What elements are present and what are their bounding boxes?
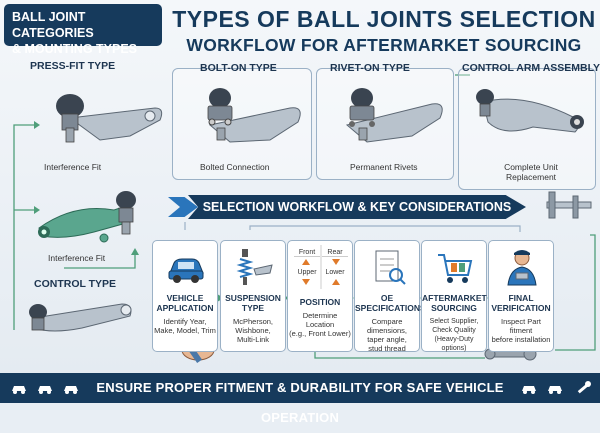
press-fit-caption: Interference Fit — [44, 162, 102, 172]
category-banner-line1: BALL JOINT CATEGORIES — [12, 10, 94, 40]
position-grid: Front Rear Upper Lower — [292, 245, 350, 289]
caliper-icon — [546, 191, 592, 219]
category-banner-line2: & MOUNTING TYPES — [12, 42, 138, 56]
footer-car-icon — [12, 386, 26, 394]
step-title: OE SPECIFICATIONS — [355, 293, 426, 313]
step-suspension-type: SUSPENSION TYPE McPherson, Wishbone, Mul… — [220, 240, 286, 352]
step-title: AFTERMARKET SOURCING — [422, 293, 487, 313]
footer-bar — [0, 373, 600, 403]
mechanic-inspector-icon — [507, 250, 537, 286]
press-fit-ball-joint-icon — [56, 94, 163, 143]
step-description: Identify Year, Make, Model, Trim — [154, 317, 216, 335]
footer-car-icon — [64, 386, 78, 394]
category-banner: BALL JOINT CATEGORIES & MOUNTING TYPES — [4, 4, 162, 56]
position-rear: Rear — [322, 249, 348, 257]
footer-wrench-icon — [577, 381, 591, 394]
bolt-on-ball-joint-icon — [207, 88, 301, 143]
step-description: Select Supplier, Check Quality (Heavy-Du… — [429, 318, 479, 352]
bolt-on-label: BOLT-ON TYPE — [200, 62, 277, 74]
control-arm-assembly-icon — [476, 89, 584, 133]
footer-car-icon — [522, 386, 536, 394]
page-title: TYPES OF BALL JOINTS SELECTION — [172, 6, 596, 32]
rivet-on-label: RIVET-ON TYPE — [330, 62, 410, 74]
step-oe-specifications: OE SPECIFICATIONS Compare dimensions, ta… — [354, 240, 426, 353]
control-arm-label: CONTROL ARM ASSEMBLY — [462, 62, 600, 74]
step-description: Determine Location (e.g., Front Lower) — [289, 311, 351, 338]
step-title: SUSPENSION TYPE — [225, 293, 281, 313]
position-front: Front — [294, 249, 320, 257]
interference-fit-caption: Interference Fit — [48, 253, 106, 263]
step-vehicle-application: VEHICLE APPLICATION Identify Year, Make,… — [152, 240, 218, 352]
control-arm-caption: Complete Unit Replacement — [486, 162, 576, 182]
step-final-verification: FINAL VERIFICATION Inspect Part fitment … — [488, 240, 554, 352]
rivet-on-caption: Permanent Rivets — [350, 162, 418, 172]
step-description: Inspect Part fitment before installation — [491, 317, 551, 344]
position-upper: Upper — [297, 269, 317, 276]
step-aftermarket-sourcing: AFTERMARKET SOURCING Select Supplier, Ch… — [421, 240, 487, 352]
footer-car-icon — [38, 386, 52, 394]
footer-text: ENSURE PROPER FITMENT & DURABILITY FOR S… — [96, 380, 504, 425]
bolt-on-caption: Bolted Connection — [200, 162, 270, 172]
document-spec-icon — [375, 250, 406, 285]
step-description: Compare dimensions, taper angle, stud th… — [366, 317, 408, 353]
rivet-on-ball-joint-icon — [345, 88, 443, 143]
green-control-arm-icon — [38, 191, 136, 243]
position-arrows-icon — [302, 245, 340, 289]
position-lower: Lower — [325, 269, 345, 276]
workflow-arrow-icon — [168, 197, 198, 217]
step-title: POSITION — [299, 297, 341, 307]
step-title: FINAL VERIFICATION — [491, 293, 551, 313]
control-arm-caption-line2: Replacement — [505, 172, 557, 182]
press-fit-label: PRESS-FIT TYPE — [30, 60, 116, 72]
control-arm-caption-line1: Complete Unit — [504, 162, 558, 172]
step-description: McPherson, Wishbone, Multi-Link — [232, 317, 274, 344]
workflow-banner: SELECTION WORKFLOW & KEY CONSIDERATIONS — [188, 195, 526, 219]
suspension-spring-icon — [236, 249, 273, 285]
control-type-arm-icon — [29, 303, 132, 332]
shopping-cart-icon — [438, 254, 473, 283]
control-type-label: CONTROL TYPE — [34, 278, 117, 290]
car-icon — [168, 258, 204, 283]
step-position: Front Rear Upper Lower POSITION Determin… — [287, 240, 353, 352]
footer-car-icon — [548, 386, 562, 394]
step-title: VEHICLE APPLICATION — [156, 293, 214, 313]
page-subtitle: WORKFLOW FOR AFTERMARKET SOURCING — [186, 35, 582, 55]
